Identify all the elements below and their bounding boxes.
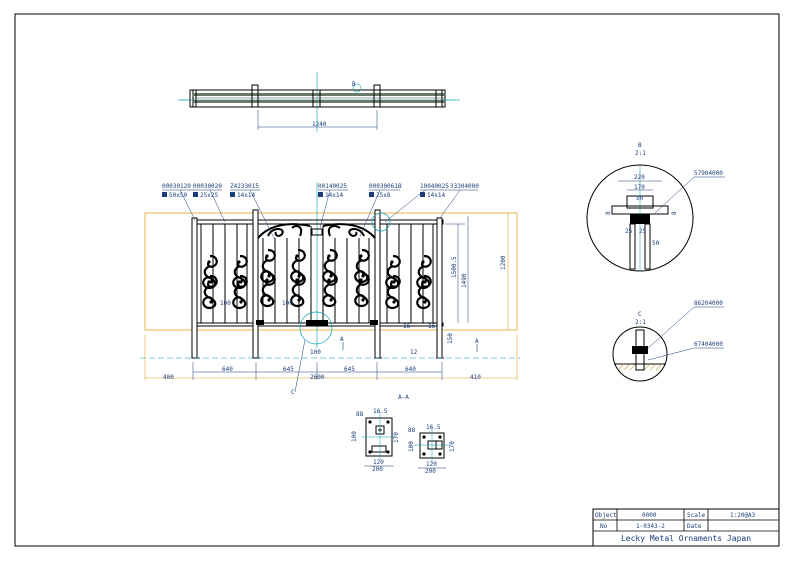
part-code-1: 00030120 [162,183,191,190]
top-rail [192,219,444,225]
plan-post [251,84,259,108]
detail-c-marker: C [291,389,295,396]
tb-object-value: 0000 [642,512,657,519]
section-aa-left: 88 16.5 100 170 120 200 [351,408,400,473]
sec-left-d4: 170 [393,432,400,443]
sec-left-d2: 16.5 [373,408,388,415]
tb-no-value: 1-0343-2 [636,523,665,530]
part-code-3: Z4233015 [230,183,259,190]
detail-c-scale: 2:1 [635,319,646,326]
part-code-5: 00030061 [369,183,398,190]
tb-object-label: Object [595,512,617,519]
section-aa-title: A-A [398,394,409,401]
elev-label-b: B [398,183,402,190]
section-aa: A-A 88 16.5 100 170 120 200 [351,394,456,475]
part-size-2: 25x25 [200,192,218,199]
part-size-1: 50x50 [169,192,187,199]
detail-b: B 2:1 220 170 50 50 25 25 8 8 57904000 [586,142,725,272]
dim-small-150: 150 [447,333,454,344]
sec-right-d5: 120 [426,461,437,468]
dim-small-12: 12 [410,349,418,356]
dim-overall: 2600 [310,374,325,381]
dim-height-1500: 1500.5 [451,256,458,278]
detail-b-dim-170: 170 [634,184,645,191]
detail-b-dim-220: 220 [634,174,645,181]
dim-left-400: 400 [163,374,174,381]
part-size-4: 14x14 [325,192,343,199]
dim-small-100: 100 [310,349,321,356]
part-callouts: 00030120 50x50 00030020 25x25 Z4233015 1… [162,183,479,241]
tb-scale-value: 1:20@A3 [730,512,756,519]
dim-inner-100-a: 100 [220,300,231,307]
detail-c-circle [299,311,333,345]
detail-c-part-2: 67404000 [694,341,723,348]
sec-right-d2: 16.5 [426,424,441,431]
sec-left-d6: 200 [372,466,383,473]
part-code-6: 10040025 [420,183,449,190]
detail-c-part-1: 86204000 [694,300,723,307]
plan-dim-1240: 1240 [312,121,327,128]
sec-right-d6: 200 [425,468,436,475]
part-size-5: 25x8 [376,192,391,199]
tb-no-label: No [600,523,608,530]
detail-b-title: B [638,142,642,149]
dim-height-total: 1200 [500,255,507,270]
tb-scale-label: Scale [687,512,705,519]
plan-label-b: B [352,81,356,88]
dim-bottom-1: 640 [222,366,233,373]
dim-bottom-4: 640 [405,366,416,373]
detail-c: C 2:1 86204000 67404000 [612,300,724,382]
dim-right-410: 410 [470,374,481,381]
dim-bottom-3: 645 [344,366,355,373]
sec-left-d5: 120 [373,459,384,466]
post-left [191,217,198,359]
detail-b-scale: 2:1 [635,150,646,157]
detail-b-dim-50a: 50 [636,195,644,202]
detail-b-part: 57904000 [694,170,723,177]
sec-left-d1: 88 [356,411,364,418]
detail-b-dim-25a: 25 [625,228,633,235]
detail-b-dim-s2: 8 [671,211,678,215]
tb-company: Lecky Metal Ornaments Japan [621,534,751,543]
post-inner-left [252,209,259,359]
detail-b-circle [371,212,391,232]
dim-small-16b: 16 [428,323,436,330]
section-aa-right: 88 16.5 100 170 120 200 [408,424,456,475]
post-right [436,217,443,359]
part-code-7: 33304000 [450,183,479,190]
sheet-border [14,13,780,547]
detail-b-dim-25b: 25 [639,228,647,235]
dim-small-16a: 16 [403,323,411,330]
detail-b-dim-50b: 50 [652,240,660,247]
detail-b-dim-s1: 8 [605,211,612,215]
section-a-right: A [475,338,479,345]
sec-right-d4: 170 [449,441,456,452]
detail-c-title: C [638,311,642,318]
plan-rail [192,89,446,108]
dim-bottom-2: 645 [283,366,294,373]
sec-right-d1: 88 [408,427,416,434]
part-code-4: 00140025 [318,183,347,190]
sec-left-d3: 100 [351,431,358,442]
part-size-3: 14x14 [237,192,255,199]
tb-date-label: Date [687,523,702,530]
post-inner-right [374,209,381,359]
dim-height-1490: 1490 [461,273,468,288]
gate-top-scroll [267,225,365,237]
title-block: Object 0000 Scale 1:20@A3 No 1-0343-2 Da… [592,508,780,547]
plan-view: B 1240 [178,72,460,132]
plan-post [373,84,381,108]
section-a-left: A [340,336,344,343]
dim-inner-100-b: 100 [282,300,293,307]
part-code-2: 00030020 [193,183,222,190]
sec-right-d3: 100 [408,441,415,452]
detail-c-frame [612,326,668,382]
elevation-view: 1200 [140,182,520,396]
part-size-6: 14x14 [427,192,445,199]
